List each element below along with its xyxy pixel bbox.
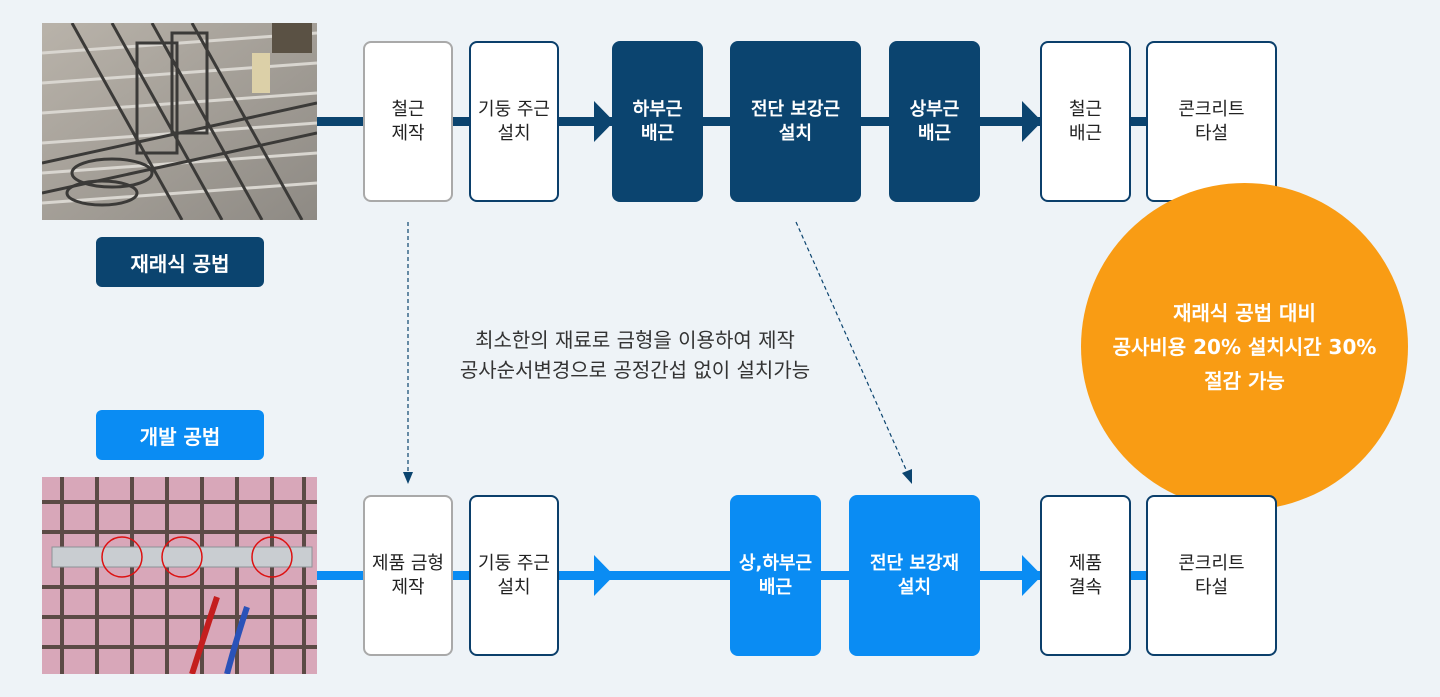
traditional-rebar-photo [42,23,317,220]
dashed-arrow-right [902,469,912,484]
developed-step-top-bottom-rebar: 상,하부근 배근 [730,495,821,656]
developed-method-label: 개발 공법 [96,410,264,460]
traditional-step-column-rebar: 기둥 주근 설치 [469,41,559,202]
developed-step-product-binding: 제품 결속 [1040,495,1131,656]
developed-step-column-rebar: 기둥 주근 설치 [469,495,559,656]
traditional-method-label: 재래식 공법 [96,237,264,287]
bottom-arrow-2 [1022,555,1042,596]
developed-step-mold-fabrication: 제품 금형 제작 [363,495,453,656]
dashed-arrow-left [403,472,413,484]
developed-method-photo [42,477,317,674]
top-arrow-1 [594,101,614,142]
dashed-connector-right [795,221,909,475]
bottom-arrow-1 [594,555,614,596]
traditional-step-bottom-rebar: 하부근 배근 [612,41,703,202]
traditional-step-concrete: 콘크리트 타설 [1146,41,1277,202]
developed-step-shear-reinforcement: 전단 보강재 설치 [849,495,980,656]
top-arrow-2 [1022,101,1042,142]
process-annotation: 최소한의 재료로 금형을 이용하여 제작 공사순서변경으로 공정간섭 없이 설치… [459,328,811,382]
traditional-step-rebar-fabrication: 철근 제작 [363,41,453,202]
traditional-step-top-rebar: 상부근 배근 [889,41,980,202]
traditional-step-shear-rebar: 전단 보강근 설치 [730,41,861,202]
developed-step-concrete: 콘크리트 타설 [1146,495,1277,656]
benefit-circle: 재래식 공법 대비 공사비용 20% 설치시간 30% 절감 가능 [1081,183,1408,510]
traditional-step-rebar-placement: 철근 배근 [1040,41,1131,202]
